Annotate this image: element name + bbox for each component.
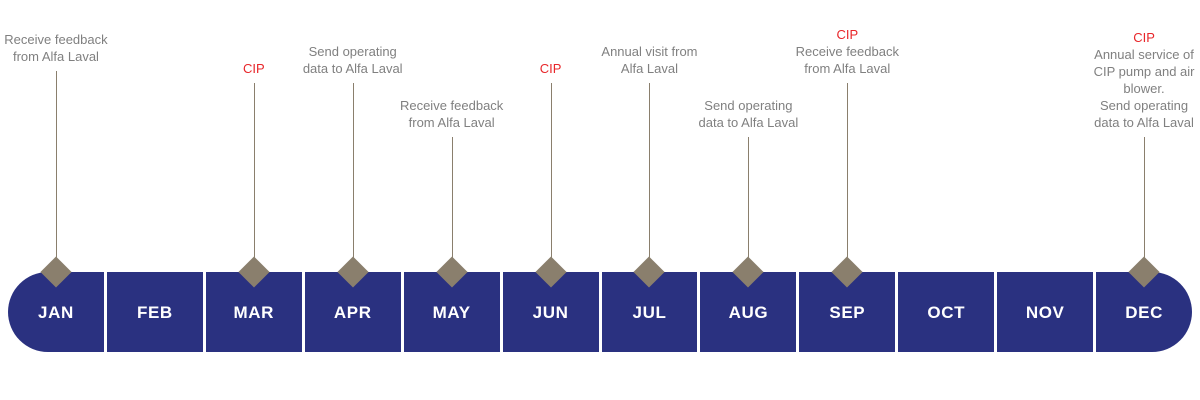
month-segment-may[interactable]: MAY [403, 272, 500, 352]
month-segment-apr[interactable]: APR [304, 272, 401, 352]
caption-line: Receive feedback [399, 98, 504, 113]
caption-line: from Alfa Laval [408, 115, 495, 130]
marker-caption: CIP Receive feedback from Alfa Laval [796, 26, 899, 77]
marker-caption: Receive feedback from Alfa Laval [400, 97, 503, 131]
caption-line: data to Alfa Laval [1094, 115, 1194, 130]
marker-caption: CIP [540, 60, 562, 77]
month-label: MAY [432, 302, 471, 322]
month-label: OCT [927, 302, 966, 322]
marker-stem [748, 137, 750, 261]
month-label: JAN [38, 302, 74, 322]
marker-stem [253, 83, 255, 261]
marker-caption: CIP Annual service of CIP pump and air blow… [1094, 29, 1195, 131]
timeline-bar: JAN FEB MAR APR MAY JUN JUL AUG SEP OCT NOV DEC [8, 272, 1192, 352]
marker-stem [1144, 137, 1146, 261]
month-label: JUN [532, 302, 569, 322]
month-segment-feb[interactable]: FEB [106, 272, 203, 352]
month-label: NOV [1025, 302, 1065, 322]
caption-line: from Alfa Laval [12, 49, 99, 64]
caption-line: Annual visit from [601, 44, 698, 59]
caption-line: Annual service of [1094, 47, 1194, 62]
caption-line: Receive feedback [795, 44, 899, 59]
month-label: FEB [136, 302, 173, 322]
marker-caption: Send operating data to Alfa Laval [303, 43, 403, 77]
month-label: SEP [829, 302, 866, 322]
caption-line: data to Alfa Laval [698, 115, 799, 130]
caption-line: Alfa Laval [620, 61, 678, 76]
month-label: DEC [1125, 302, 1163, 322]
caption-line: from Alfa Laval [804, 61, 891, 76]
month-segment-nov[interactable]: NOV [997, 272, 1094, 352]
marker-caption: Send operating data to Alfa Laval [699, 97, 799, 131]
caption-line: Send operating [1099, 98, 1189, 113]
caption-line: data to Alfa Laval [302, 61, 403, 76]
cip-badge: CIP [539, 61, 562, 76]
caption-line: CIP pump and air [1093, 64, 1195, 79]
month-segment-dec[interactable]: DEC [1096, 272, 1192, 352]
caption-line: Receive feedback [4, 32, 108, 47]
cip-badge: CIP [836, 27, 859, 42]
marker-stem [847, 83, 849, 261]
month-label: APR [333, 302, 372, 322]
marker-stem [550, 83, 552, 261]
caption-line: Send operating [308, 44, 397, 59]
marker-stem [55, 71, 57, 261]
cip-badge: CIP [1133, 30, 1155, 45]
cip-badge: CIP [242, 61, 265, 76]
marker-caption: CIP [243, 60, 265, 77]
marker-stem [352, 83, 354, 261]
marker-caption: Receive feedback from Alfa Laval [4, 31, 107, 65]
caption-line: Send operating [704, 98, 793, 113]
month-label: AUG [728, 302, 769, 322]
marker-stem [649, 83, 651, 261]
month-label: MAR [233, 302, 275, 322]
month-segment-jun[interactable]: JUN [502, 272, 599, 352]
caption-line: blower. [1123, 81, 1165, 96]
marker-stem [451, 137, 453, 261]
month-label: JUL [632, 302, 667, 322]
month-segment-oct[interactable]: OCT [898, 272, 995, 352]
